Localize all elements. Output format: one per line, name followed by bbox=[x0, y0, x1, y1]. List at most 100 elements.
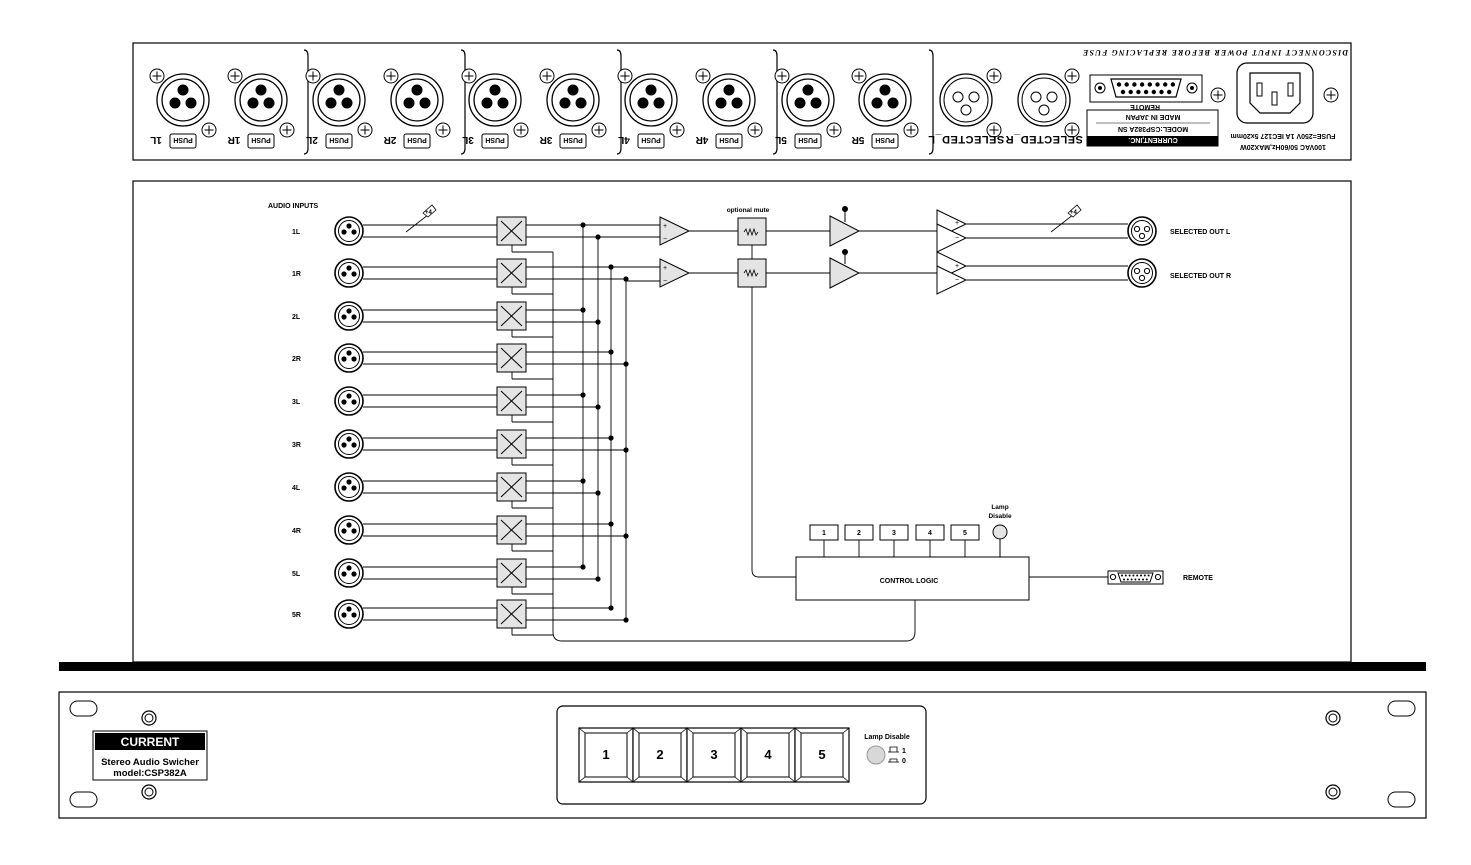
rack-separator bbox=[59, 662, 1426, 671]
gain-stage-l bbox=[829, 206, 861, 247]
select-button-label: 3 bbox=[710, 747, 717, 762]
rear-xlr-input-2l: PUSH 2L bbox=[305, 68, 373, 149]
rear-input-label: 4L bbox=[618, 134, 630, 145]
svg-text:+: + bbox=[955, 220, 959, 227]
input-level-marker: +4 bbox=[405, 204, 437, 233]
diagram-button-4: 4 bbox=[915, 524, 945, 557]
output-driver-l: + − bbox=[936, 209, 968, 253]
svg-text:0: 0 bbox=[902, 758, 906, 765]
input-label: 2R bbox=[292, 356, 301, 363]
lamp-disable-label: Lamp Disable bbox=[864, 734, 910, 741]
push-latch-label: PUSH bbox=[798, 136, 817, 143]
input-label: 2L bbox=[292, 314, 301, 321]
power-spec: 100VAC 50/60Hz,MAX20W bbox=[1240, 143, 1326, 150]
gain-stage-r bbox=[829, 249, 861, 289]
input-channel-5l: 5L bbox=[292, 558, 527, 588]
remote-connector-diagram bbox=[1107, 570, 1164, 585]
select-button-label: 5 bbox=[818, 747, 825, 762]
push-latch-label: PUSH bbox=[563, 136, 582, 143]
select-button-label: 2 bbox=[656, 747, 663, 762]
diagram-button-label: 1 bbox=[822, 530, 826, 537]
rear-remote-connector: REMOTE bbox=[1089, 74, 1203, 110]
diagram-button-label: 5 bbox=[963, 530, 967, 537]
push-latch-label: PUSH bbox=[641, 136, 660, 143]
model-name: model:CSP382A bbox=[113, 768, 187, 779]
brand-name: CURRENT bbox=[121, 735, 180, 749]
input-label: 5L bbox=[292, 571, 301, 578]
push-latch-label: PUSH bbox=[173, 136, 192, 143]
select-button-4[interactable]: 4 bbox=[740, 727, 796, 783]
diagram-button-2: 2 bbox=[844, 524, 874, 557]
input-amp-l: + − bbox=[659, 216, 691, 246]
input-label: 3L bbox=[292, 399, 301, 406]
input-label: 1L bbox=[292, 229, 301, 236]
rear-output-label: SELECTED_L bbox=[928, 133, 1005, 145]
rear-model: MODEL:CSP382A SN bbox=[1118, 125, 1188, 132]
svg-text:−: − bbox=[663, 236, 667, 243]
switch-legend: 1 0 bbox=[888, 746, 906, 765]
select-button-5[interactable]: 5 bbox=[794, 727, 850, 783]
front-panel: CURRENT Stereo Audio Swicher model:CSP38… bbox=[58, 691, 1427, 819]
rear-brand-plate: CURRENT,INC. MODEL:CSP382A SN MADE IN JA… bbox=[1086, 109, 1219, 147]
fuse-spec: FUSE=250V 1A IEC127 5x20mm bbox=[1231, 132, 1336, 139]
select-button-1[interactable]: 1 bbox=[578, 727, 634, 783]
input-channel-3r: 3R bbox=[292, 429, 527, 459]
rear-xlr-input-5r: PUSH 5R bbox=[851, 68, 919, 149]
rear-input-label: 4R bbox=[695, 134, 709, 145]
input-label: 3R bbox=[292, 442, 301, 449]
mute-l bbox=[737, 217, 767, 246]
lamp-disable-switch[interactable] bbox=[866, 745, 886, 765]
rear-input-label: 1R bbox=[227, 134, 241, 145]
input-label: 4L bbox=[292, 485, 301, 492]
select-button-3[interactable]: 3 bbox=[686, 727, 742, 783]
rear-xlr-output-r: SELECTED_R bbox=[1005, 68, 1083, 145]
input-label: 1R bbox=[292, 271, 301, 278]
rear-made-in: MADE IN JAPAN bbox=[1126, 113, 1181, 120]
front-screws bbox=[141, 710, 1341, 800]
output-level-marker: +4 bbox=[1050, 204, 1082, 233]
remote-label: REMOTE bbox=[1183, 575, 1213, 582]
brand-label: CURRENT Stereo Audio Swicher model:CSP38… bbox=[92, 730, 208, 781]
diagram-button-label: 4 bbox=[928, 530, 932, 537]
selected-out-r-connector bbox=[1127, 258, 1157, 288]
push-latch-label: PUSH bbox=[875, 136, 894, 143]
svg-text:+: + bbox=[955, 263, 959, 270]
select-button-2[interactable]: 2 bbox=[632, 727, 688, 783]
rear-remote-label: REMOTE bbox=[1130, 103, 1160, 110]
input-level-text: +4 bbox=[425, 210, 433, 216]
select-button-label: 4 bbox=[764, 747, 772, 762]
rear-input-label: 3L bbox=[462, 134, 474, 145]
rear-xlr-input-4l: PUSH 4L bbox=[617, 68, 685, 149]
push-latch-label: PUSH bbox=[329, 136, 348, 143]
push-latch-label: PUSH bbox=[407, 136, 426, 143]
selector-buttons-diagram: 1 2 3 4 5 bbox=[809, 524, 980, 557]
rear-company: CURRENT,INC. bbox=[1128, 136, 1177, 143]
lamp-disable-diagram: Lamp Disable bbox=[988, 504, 1012, 557]
optional-mute-label: optional mute bbox=[727, 207, 770, 214]
select-button-label: 1 bbox=[602, 747, 609, 762]
rear-input-label: 3R bbox=[539, 134, 553, 145]
control-logic-label: CONTROL LOGIC bbox=[880, 578, 939, 585]
rear-input-label: 5R bbox=[851, 134, 865, 145]
rack-slot-bottom-right bbox=[1387, 791, 1416, 808]
input-channel-1l: 1L bbox=[292, 216, 527, 246]
rear-input-label: 2L bbox=[306, 134, 318, 145]
input-channel-1r: 1R bbox=[292, 258, 527, 288]
rear-panel-dividers bbox=[303, 49, 934, 155]
svg-text:1: 1 bbox=[902, 748, 906, 755]
control-logic-block bbox=[795, 556, 1030, 601]
power-inlet bbox=[1210, 62, 1339, 124]
input-amp-r: + − bbox=[659, 258, 691, 288]
output-driver-r: + − bbox=[936, 251, 968, 295]
rear-warning-text: DISCONNECT INPUT POWER BEFORE REPLACING … bbox=[1082, 48, 1349, 57]
input-channel-2r: 2R bbox=[292, 343, 527, 373]
diagram-button-label: 3 bbox=[892, 530, 896, 537]
rack-slot-bottom-left bbox=[69, 791, 98, 808]
